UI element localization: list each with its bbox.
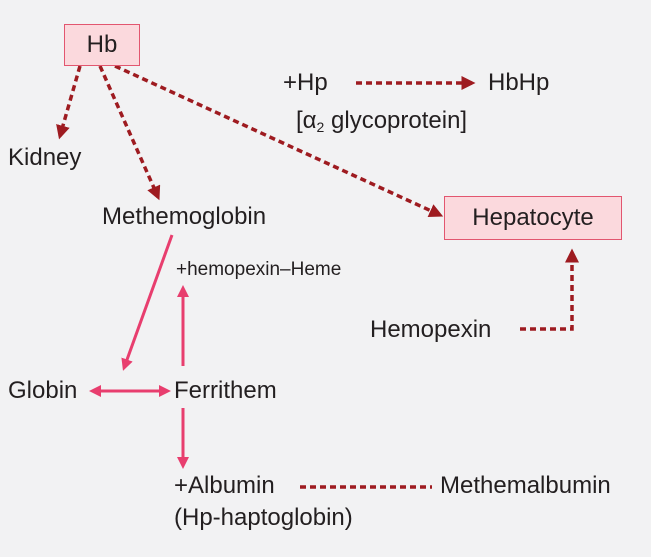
methemalbumin-label: Methemalbumin [440, 472, 611, 499]
hp-label: +Hp [283, 69, 328, 96]
arrow-methemoglobin-to-globin [121, 234, 174, 371]
hb-box: Hb [64, 24, 140, 66]
glycoprotein-label: [α2 glycoprotein] [296, 107, 467, 141]
ferrithem-label: Ferrithem [174, 377, 277, 404]
arrow-hb-to-methemoglobin [98, 65, 161, 201]
hemopexin-heme-label: +hemopexin–Heme [176, 259, 342, 280]
hbhp-label: HbHp [488, 69, 550, 96]
globin-label: Globin [8, 377, 78, 404]
glycoprotein-bracket: [ [296, 107, 303, 134]
hb-label: Hb [86, 31, 118, 58]
glycoprotein-text: glycoprotein] [324, 107, 468, 134]
hemopexin-label: Hemopexin [370, 316, 492, 343]
kidney-label: Kidney [8, 144, 82, 171]
alpha-subscript: 2 [316, 119, 325, 135]
alpha-symbol: α [302, 107, 317, 134]
methemoglobin-label: Methemoglobin [102, 203, 267, 230]
haptoglobin-label: (Hp-haptoglobin) [174, 504, 353, 531]
albumin-label: +Albumin [174, 472, 275, 499]
arrow-hb-to-kidney [56, 65, 82, 140]
hepatocyte-label: Hepatocyte [472, 204, 594, 231]
arrow-hemopexin-to-hepatocyte [520, 248, 579, 331]
hepatocyte-box: Hepatocyte [444, 196, 622, 240]
